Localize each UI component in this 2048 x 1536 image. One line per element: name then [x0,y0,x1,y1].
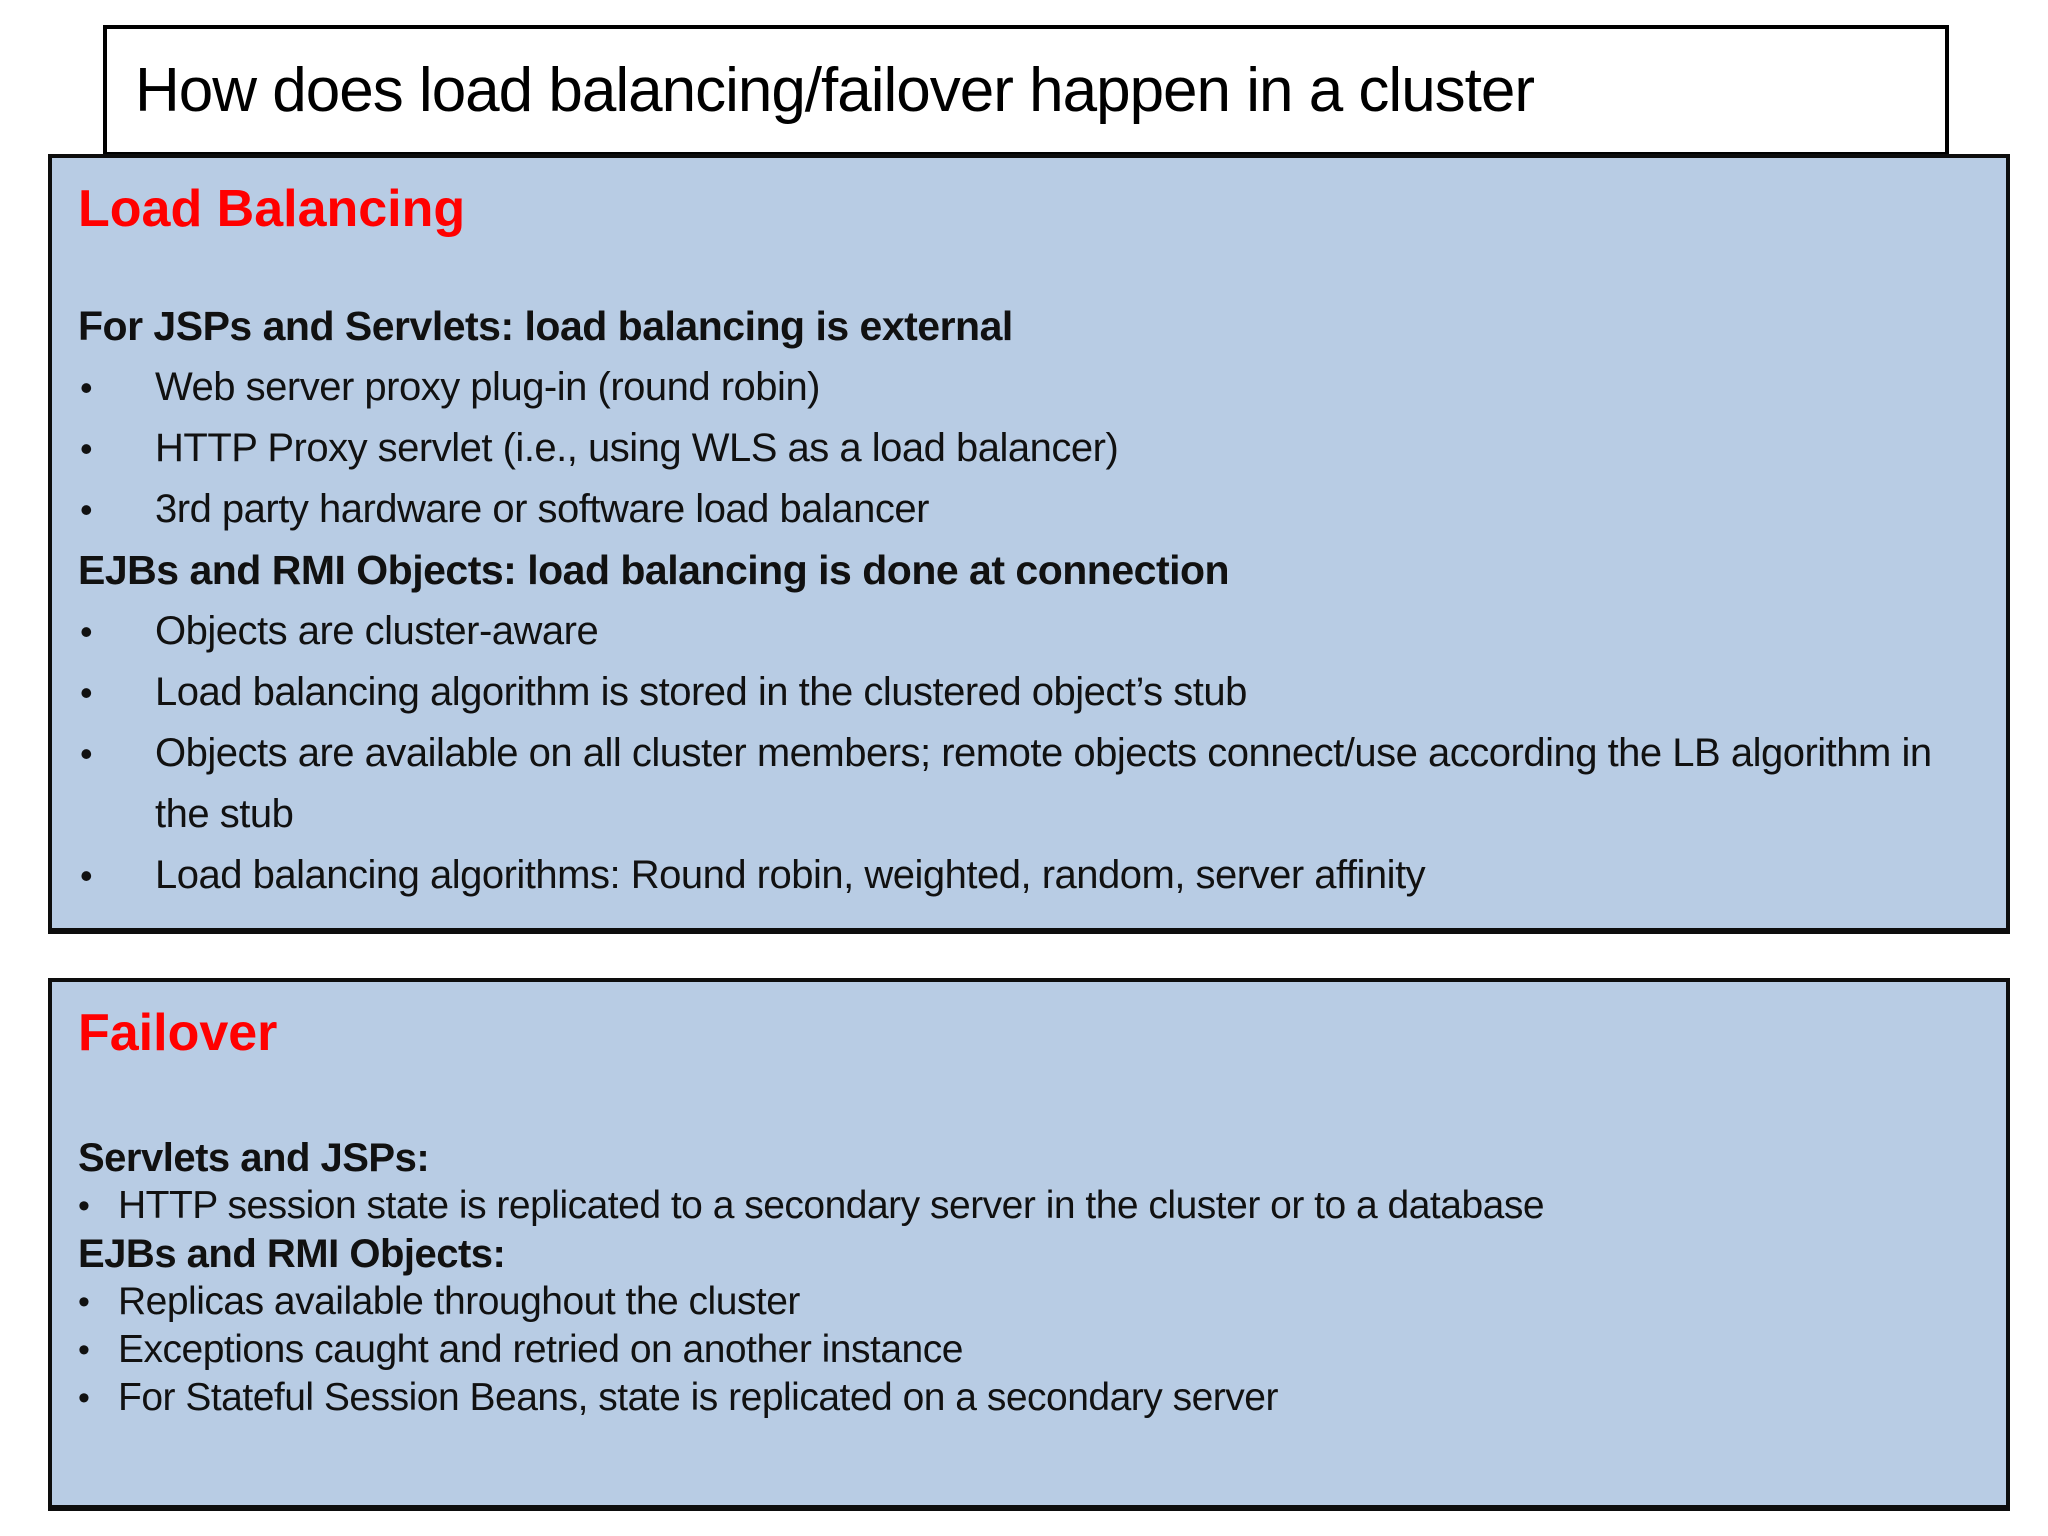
load-balancing-heading: Load Balancing [78,180,466,238]
list-item-text: HTTP Proxy servlet (i.e., using WLS as a… [155,426,1119,470]
list-item: • Load balancing algorithms: Round robin… [78,845,1988,906]
failover-heading: Failover [78,1004,278,1062]
list-item: • HTTP Proxy servlet (i.e., using WLS as… [78,418,1988,479]
list-item-text: For Stateful Session Beans, state is rep… [118,1376,1278,1419]
list-item: • HTTP session state is replicated to a … [78,1182,1988,1230]
list-item: • Objects are cluster-aware [78,601,1988,662]
list-item-text: Load balancing algorithms: Round robin, … [155,853,1426,897]
list-item: • Web server proxy plug-in (round robin) [78,357,1988,418]
list-item: • Replicas available throughout the clus… [78,1278,1988,1326]
ejb-rmi-section-heading: EJBs and RMI Objects: load balancing is … [78,547,1230,593]
slide-title: How does load balancing/failover happen … [135,56,1535,125]
bullet-icon: • [80,428,93,469]
list-item: • For Stateful Session Beans, state is r… [78,1374,1988,1422]
list-item-text: 3rd party hardware or software load bala… [155,487,929,531]
list-item-text: Replicas available throughout the cluste… [118,1280,800,1323]
bullet-icon: • [78,1283,90,1321]
list-item-text: Load balancing algorithm is stored in th… [155,670,1247,714]
bullet-icon: • [80,611,93,652]
list-item: • Objects are available on all cluster m… [78,723,1988,845]
list-item-text: Exceptions caught and retried on another… [118,1328,963,1371]
bullet-icon: • [80,672,93,713]
list-item: • 3rd party hardware or software load ba… [78,479,1988,540]
list-item-text: HTTP session state is replicated to a se… [118,1184,1545,1227]
ejbs-rmi-objects-section-heading: EJBs and RMI Objects: [78,1232,506,1276]
failover-panel: Failover Servlets and JSPs: • HTTP sessi… [48,978,2010,1511]
load-balancing-panel: Load Balancing For JSPs and Servlets: lo… [48,154,2010,934]
list-item-text: Objects are available on all cluster mem… [155,731,1932,836]
list-item-text: Objects are cluster-aware [155,609,599,653]
servlets-jsps-section-heading: Servlets and JSPs: [78,1136,430,1180]
list-item: • Load balancing algorithm is stored in … [78,662,1988,723]
bullet-icon: • [78,1331,90,1369]
jsp-servlet-section-heading: For JSPs and Servlets: load balancing is… [78,303,1013,349]
bullet-icon: • [80,855,93,896]
bullet-icon: • [78,1379,90,1417]
bullet-icon: • [80,733,93,774]
list-item-text: Web server proxy plug-in (round robin) [155,365,821,409]
bullet-icon: • [80,367,93,408]
bullet-icon: • [80,489,93,530]
slide-title-box: How does load balancing/failover happen … [103,25,1949,156]
bullet-icon: • [78,1187,90,1225]
list-item: • Exceptions caught and retried on anoth… [78,1326,1988,1374]
